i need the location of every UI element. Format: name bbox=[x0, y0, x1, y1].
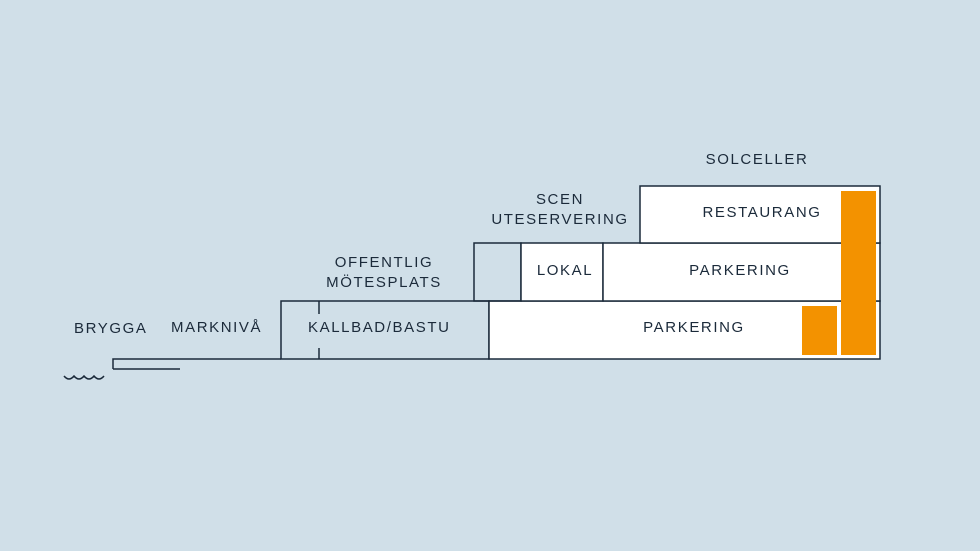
parkering-upper-box bbox=[602, 242, 881, 302]
solar-panel-short bbox=[802, 306, 837, 355]
label-offentlig: OFFENTLIG bbox=[334, 254, 434, 271]
label-scen: SCEN bbox=[535, 191, 585, 208]
label-motesplats: MÖTESPLATS bbox=[326, 274, 442, 291]
label-parkering-upper: PARKERING bbox=[689, 262, 791, 279]
label-lokal: LOKAL bbox=[536, 262, 594, 279]
label-brygga: BRYGGA bbox=[74, 320, 148, 337]
label-markniva: MARKNIVÅ bbox=[171, 319, 263, 336]
label-uteservering: UTESERVERING bbox=[491, 211, 629, 228]
restaurang-box bbox=[639, 185, 881, 244]
label-scen-uteservering: SCEN UTESERVERING bbox=[491, 190, 628, 230]
uteservering-box bbox=[473, 242, 522, 302]
label-restaurang: RESTAURANG bbox=[702, 204, 822, 221]
pier-line bbox=[112, 358, 281, 370]
label-parkering-lower: PARKERING bbox=[643, 319, 745, 336]
label-offentlig-motesplats: OFFENTLIG MÖTESPLATS bbox=[326, 253, 442, 293]
water-waves-icon bbox=[63, 374, 105, 380]
solar-panel-tall bbox=[841, 191, 876, 355]
label-solceller: SOLCELLER bbox=[705, 151, 809, 168]
label-kallbad-bastu: KALLBAD/BASTU bbox=[308, 319, 451, 336]
